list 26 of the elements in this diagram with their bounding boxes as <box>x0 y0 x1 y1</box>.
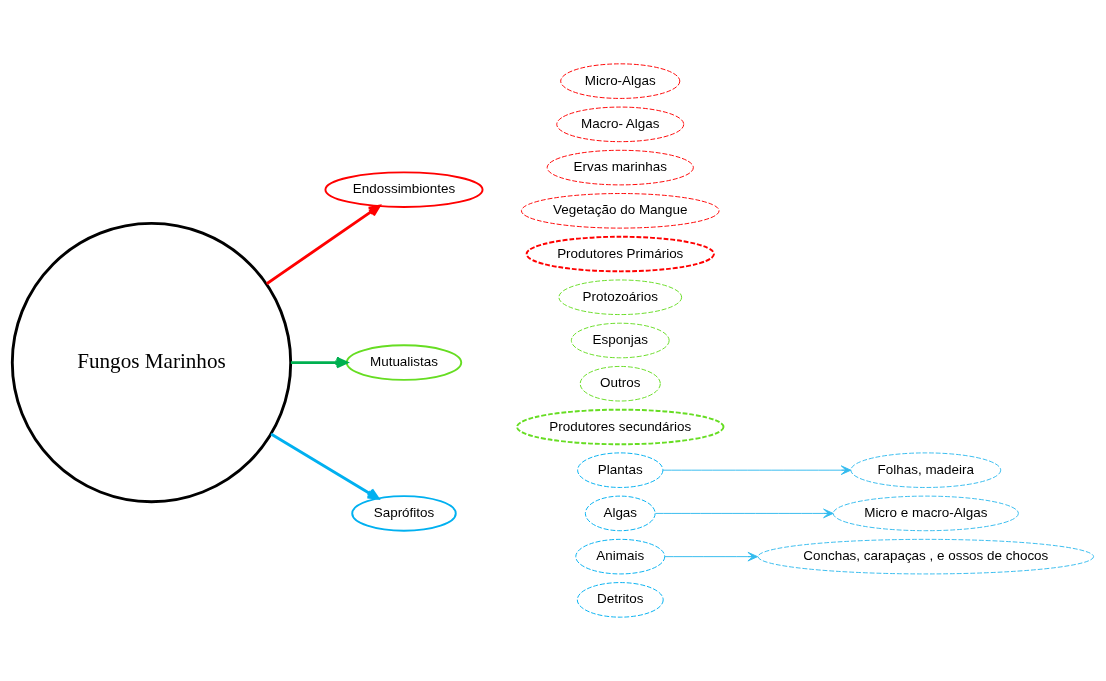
node-ellipse: Detritos <box>576 582 664 618</box>
node-ellipse: Produtores secundários <box>516 408 725 446</box>
arrow <box>664 551 758 562</box>
node-ellipse: Conchas, carapaças , e ossos de chocos <box>757 538 1095 575</box>
node-circle: Fungos Marinhos <box>10 221 293 504</box>
arrow <box>265 204 381 285</box>
node-ellipse: Micro-Algas <box>560 63 681 99</box>
node-ellipse: Algas <box>584 495 656 532</box>
node-ellipse: Vegetação do Mangue <box>520 193 720 229</box>
node-ellipse: Macro- Algas <box>556 106 685 143</box>
node-ellipse: Esponjas <box>570 322 670 359</box>
node-ellipse: Protozoários <box>558 279 683 316</box>
arrow <box>654 508 834 519</box>
node-ellipse: Outros <box>579 365 661 402</box>
node-ellipse: Plantas <box>577 452 664 488</box>
node-ellipse: Saprófitos <box>351 495 457 532</box>
node-ellipse: Mutualistas <box>345 344 463 381</box>
node-ellipse: Folhas, madeira <box>850 452 1002 488</box>
arrow <box>270 432 380 500</box>
arrow <box>290 356 348 369</box>
node-ellipse: Produtores Primários <box>525 235 715 273</box>
node-ellipse: Ervas marinhas <box>546 149 694 186</box>
node-ellipse: Animais <box>575 538 666 575</box>
arrow <box>662 465 852 475</box>
node-ellipse: Endossimbiontes <box>324 171 484 208</box>
node-ellipse: Micro e macro-Algas <box>832 495 1019 532</box>
